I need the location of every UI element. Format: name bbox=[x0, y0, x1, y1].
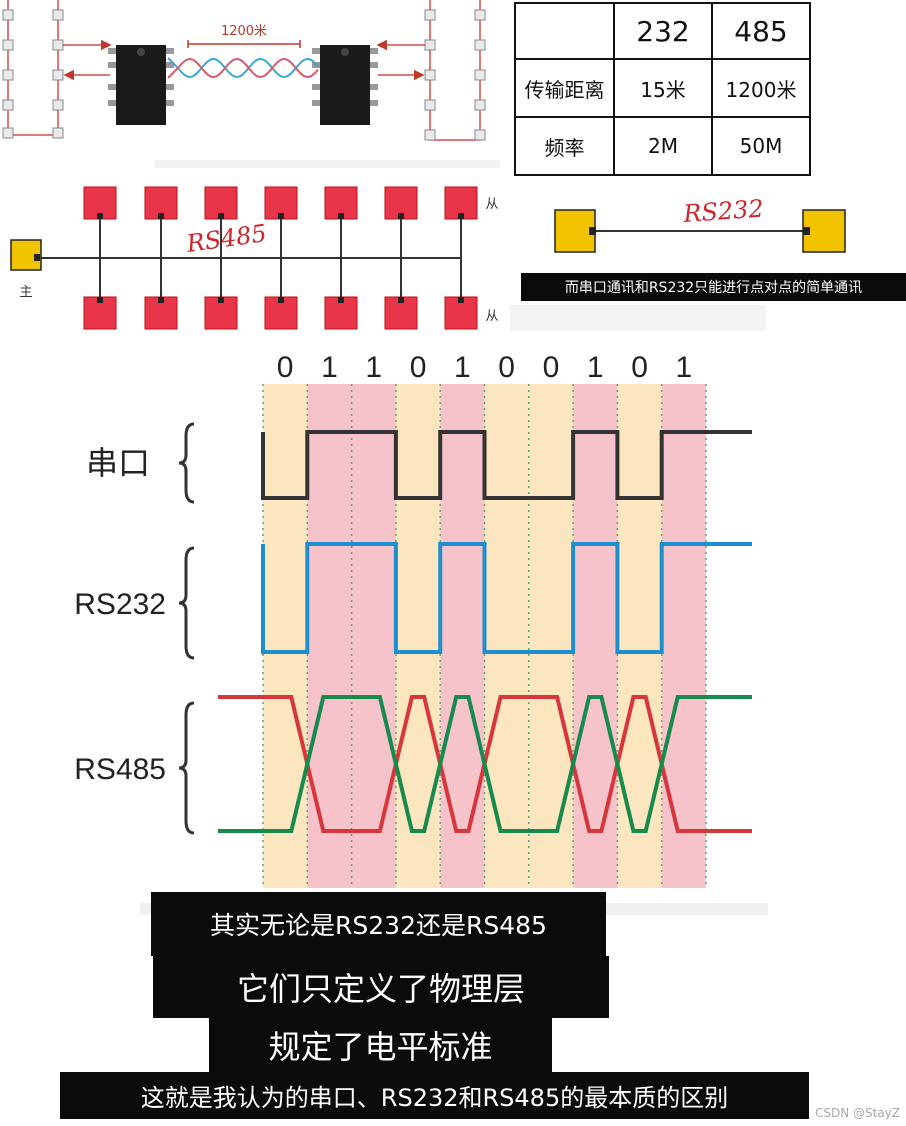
rs485-waveform-b bbox=[218, 695, 752, 833]
rs232-caption: 而串口通讯和RS232只能进行点对点的简单通讯 bbox=[521, 273, 906, 301]
table-row-label: 传输距离 bbox=[514, 58, 615, 118]
row-label: RS232 bbox=[74, 588, 166, 621]
bit-band bbox=[617, 384, 662, 888]
rs485-bus-topology: 主 从 从 RS485 bbox=[10, 186, 499, 330]
bit-label: 1 bbox=[321, 351, 338, 384]
row-braces bbox=[178, 422, 195, 835]
right-board bbox=[376, 0, 486, 141]
cable-wire-b bbox=[167, 57, 319, 79]
bit-label: 0 bbox=[410, 351, 427, 384]
row-brace bbox=[178, 422, 195, 504]
bit-label: 0 bbox=[543, 351, 560, 384]
twisted-pair-cable bbox=[167, 57, 319, 79]
bit-label: 1 bbox=[365, 351, 382, 384]
serial-waveform bbox=[261, 430, 752, 500]
rs485-handwritten-label: RS485 bbox=[184, 219, 268, 258]
bit-band bbox=[661, 384, 706, 888]
cable-wire-a bbox=[167, 57, 319, 79]
bit-label: 1 bbox=[676, 351, 693, 384]
bit-label: 0 bbox=[277, 351, 294, 384]
row-label: RS485 bbox=[74, 753, 166, 786]
bit-band bbox=[484, 384, 529, 888]
comparison-table: 232 485 传输距离 15米 1200米 频率 2M 50M bbox=[514, 2, 811, 176]
cable-length-label: 1200米 bbox=[221, 24, 267, 39]
subtitle-line-4: 这就是我认为的串口、RS232和RS485的最本质的区别 bbox=[60, 1072, 809, 1119]
bit-label: 1 bbox=[454, 351, 471, 384]
rs232-handwritten-label: RS232 bbox=[681, 194, 764, 228]
table-header-485: 485 bbox=[711, 2, 811, 60]
bit-band bbox=[573, 384, 618, 888]
left-board bbox=[2, 0, 112, 139]
bit-band bbox=[528, 384, 574, 888]
rs485-slave-nodes bbox=[83, 186, 478, 330]
left-chip bbox=[108, 45, 174, 125]
rs232-waveform bbox=[261, 542, 752, 654]
watermark: CSDN @StayZ bbox=[814, 1106, 900, 1120]
bit-band bbox=[307, 384, 352, 888]
slave-label-bottom: 从 bbox=[485, 309, 498, 324]
table-cell: 2M bbox=[613, 116, 713, 176]
subtitle-line-3: 规定了电平标准 bbox=[209, 1018, 552, 1072]
rs232-point-to-point: RS232 bbox=[554, 194, 846, 253]
subtitle-line-2: 它们只定义了物理层 bbox=[153, 956, 609, 1018]
row-label: 串口 bbox=[86, 445, 150, 481]
bit-band bbox=[263, 384, 308, 888]
table-cell: 15米 bbox=[613, 58, 713, 118]
cable-length-dimension: 1200米 bbox=[187, 24, 301, 48]
rs232-node-left bbox=[554, 209, 596, 253]
table-cell: 1200米 bbox=[711, 58, 811, 118]
table-header-232: 232 bbox=[613, 2, 713, 60]
bit-bands bbox=[263, 384, 706, 888]
bit-band bbox=[440, 384, 485, 888]
subtitle-line-1: 其实无论是RS232还是RS485 bbox=[151, 892, 606, 956]
bit-band bbox=[395, 384, 441, 888]
row-brace bbox=[178, 701, 195, 835]
bit-label: 1 bbox=[587, 351, 604, 384]
bit-band bbox=[351, 384, 396, 888]
bit-label: 0 bbox=[631, 351, 648, 384]
right-chip bbox=[312, 45, 378, 125]
master-label: 主 bbox=[19, 285, 32, 300]
waveforms bbox=[218, 430, 752, 833]
chip-link-diagram: 1200米 bbox=[2, 0, 486, 141]
slave-label-top: 从 bbox=[485, 197, 498, 212]
table-row-label: 频率 bbox=[514, 116, 615, 176]
table-cell: 50M bbox=[711, 116, 811, 176]
bit-label: 0 bbox=[498, 351, 515, 384]
row-brace bbox=[178, 546, 195, 660]
table-corner-cell bbox=[514, 2, 615, 60]
